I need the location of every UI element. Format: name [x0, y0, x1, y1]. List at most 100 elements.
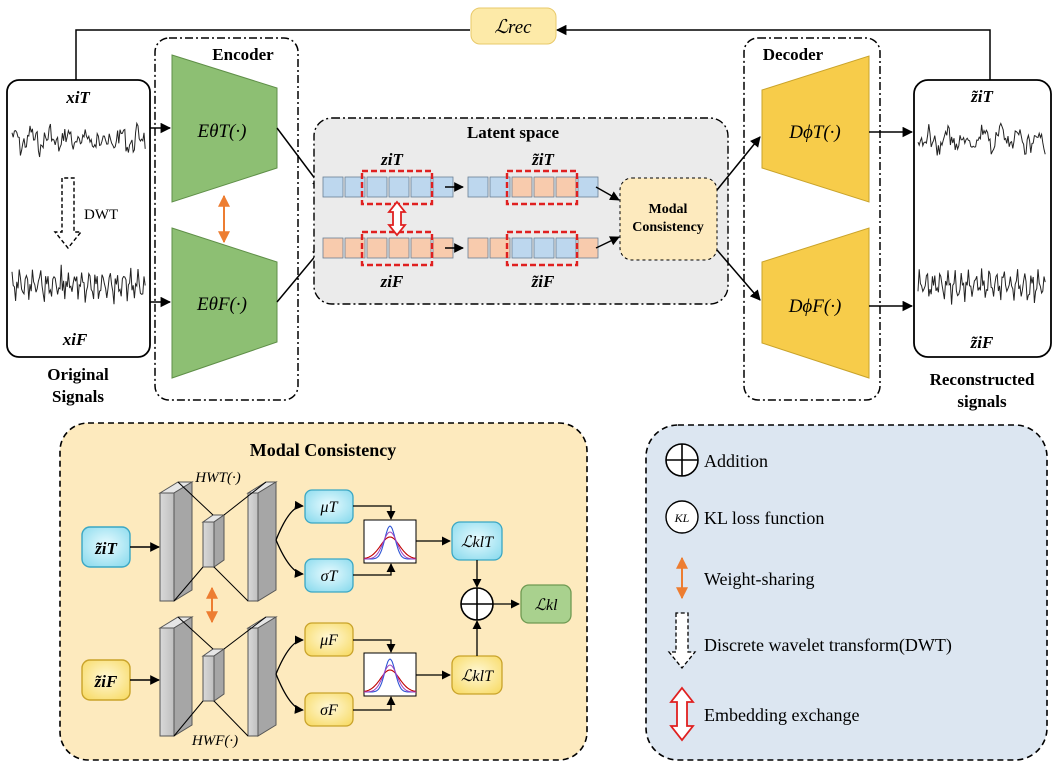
- encoder-panel: Encoder EθT(·) EθF(·): [154, 37, 299, 401]
- latent-embedding-exchange-icon: [387, 200, 407, 237]
- legend-embedding-exchange-label: Embedding exchange: [704, 705, 859, 725]
- arrow-sigma-freq-to-plot: [353, 696, 396, 711]
- rec-loss-box: [470, 7, 557, 45]
- gaussian-plot-freq: [363, 652, 417, 697]
- z-tilde-time-token: [467, 176, 489, 198]
- z-tilde-freq-token: [555, 237, 577, 259]
- mc-time-network: [158, 481, 278, 602]
- arrow-to-mu-freq: [275, 635, 304, 675]
- dwt-legend-arrow-icon: [667, 612, 697, 670]
- encoder-title: Encoder: [212, 45, 274, 64]
- reconstructed-frequency-signal: [917, 268, 1046, 305]
- z-tilde-time-token: [555, 176, 577, 198]
- reconstructed-title-line1: Reconstructed: [930, 370, 1035, 389]
- rec-loss-line-right: [555, 24, 991, 80]
- original-signals-title-line1: Original: [47, 365, 109, 384]
- time-encoder-label: EθT(·): [197, 121, 247, 142]
- kl-total-box: [520, 584, 572, 624]
- kl-icon-text: KL: [674, 511, 690, 525]
- z-freq-token: [410, 237, 432, 259]
- legend-kl-label: KL loss function: [704, 508, 824, 528]
- freq-decoder-label: DϕF(·): [788, 296, 842, 317]
- mc-input-time-label: z̃iT: [94, 539, 117, 558]
- legend-weight-sharing-label: Weight-sharing: [704, 569, 815, 589]
- decoder-dashed-frame: [743, 37, 881, 401]
- freq-encoder-trapezoid: [171, 227, 278, 379]
- modal-consistency-line1: Modal: [649, 202, 688, 217]
- z-time-token: [322, 176, 344, 198]
- exchange-box-freq-ztilde: [505, 230, 579, 267]
- modal-consistency-box: [619, 177, 718, 261]
- original-signals-panel: xiT DWT xiF Original Signals: [6, 79, 151, 406]
- freq-decoder-trapezoid: [761, 227, 870, 379]
- kl-freq-label: ℒklT: [461, 668, 494, 685]
- mu-freq-label: μF: [319, 632, 338, 649]
- z-tilde-time-label: z̃iT: [531, 150, 554, 169]
- arrow-time-to-mc: [595, 186, 620, 201]
- arrow-mc-to-freq-decoder: [716, 249, 761, 301]
- exchange-box-time-ztilde: [505, 169, 579, 206]
- z-tilde-freq-token: [511, 237, 533, 259]
- sigma-time-label: σT: [321, 568, 339, 585]
- reconstructed-signals-box: [913, 79, 1052, 358]
- modal-consistency-title: Modal Consistency: [250, 440, 397, 460]
- rec-loss-line-left: [75, 29, 470, 80]
- arrow-to-sigma-freq: [275, 673, 304, 714]
- z-time-token: [388, 176, 410, 198]
- gaussian-plot-time: [363, 519, 417, 564]
- z-tilde-time-token: [511, 176, 533, 198]
- decoder-title: Decoder: [763, 45, 824, 64]
- addition-icon: [665, 443, 699, 477]
- original-signals-title-line2: Signals: [52, 387, 104, 406]
- arrow-mc-to-time-decoder: [716, 136, 761, 191]
- z-freq-token: [344, 237, 366, 259]
- arrow-to-mu-time: [275, 500, 304, 541]
- kl-icon: KL: [665, 500, 699, 534]
- sigma-freq-label: σF: [320, 702, 338, 719]
- z-tilde-freq-label: z̃iF: [531, 272, 555, 291]
- rec-loss-label: ℒrec: [494, 17, 532, 38]
- original-signals-box: [6, 79, 151, 358]
- modal-consistency-detail-panel: Modal Consistency z̃iT z̃iF HWT(·): [59, 422, 588, 761]
- z-freq-token: [388, 237, 410, 259]
- z-tilde-time-token: [533, 176, 555, 198]
- exchange-box-freq-z: [360, 230, 434, 267]
- z-time-label: ziT: [380, 150, 403, 169]
- z-tilde-freq-token: [533, 237, 555, 259]
- legend-addition-label: Addition: [704, 451, 768, 471]
- arrow-to-sigma-time: [275, 539, 304, 578]
- arrow-mu-freq-to-plot: [353, 639, 396, 653]
- z-freq-label: ziF: [380, 272, 404, 291]
- embedding-exchange-icon: [669, 686, 695, 742]
- z-tilde-time-token: [577, 176, 599, 198]
- z-time-token: [366, 176, 388, 198]
- legend-frame: [645, 424, 1048, 761]
- encoder-dashed-frame: [154, 37, 299, 401]
- reconstructed-freq-label: z̃iF: [970, 333, 994, 352]
- time-decoder-trapezoid: [761, 55, 870, 203]
- mc-freq-network: [158, 616, 278, 737]
- z-tilde-freq-token: [467, 237, 489, 259]
- kl-time-label: ℒklT: [461, 534, 494, 551]
- reconstructed-signals-panel: z̃iT z̃iF Reconstructed signals: [913, 79, 1052, 411]
- kl-total-label: ℒkl: [534, 597, 558, 614]
- mc-net-time-label: HWT(·): [194, 470, 240, 486]
- reconstructed-title-line2: signals: [957, 392, 1007, 411]
- dwt-arrow-icon: [53, 177, 83, 250]
- z-tilde-time-token: [489, 176, 511, 198]
- original-freq-label: xiF: [62, 330, 88, 349]
- z-freq-token: [322, 237, 344, 259]
- z-tilde-freq-token: [577, 237, 599, 259]
- z-time-token: [410, 176, 432, 198]
- time-domain-signal: [11, 121, 146, 158]
- sum-addition-icon: [460, 587, 494, 621]
- mu-time-label: μT: [320, 499, 339, 516]
- z-time-token: [344, 176, 366, 198]
- z-freq-token: [366, 237, 388, 259]
- decoder-panel: Decoder DϕT(·) DϕF(·): [743, 37, 881, 401]
- arrow-sigma-time-to-plot: [353, 563, 396, 576]
- latent-space-title: Latent space: [467, 123, 560, 142]
- latent-space-panel: Latent space ziT z̃iT ziF z̃iF Modal Con…: [313, 117, 729, 305]
- dwt-label: DWT: [84, 207, 118, 223]
